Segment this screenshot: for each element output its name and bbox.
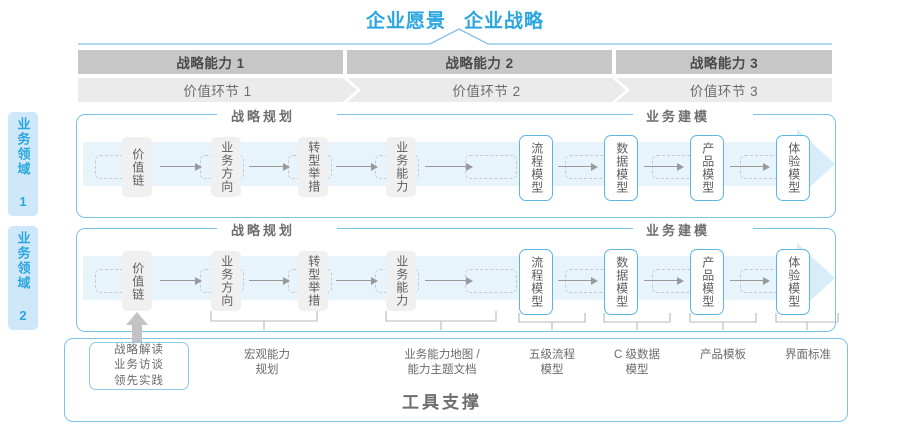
value-chain-cell-3[interactable]: 价值环节 3 bbox=[616, 78, 832, 102]
flow-arrow-icon bbox=[558, 276, 598, 285]
node-value-chain-1[interactable]: 价值链 bbox=[122, 137, 152, 197]
tool-support-container bbox=[64, 338, 848, 422]
node-process-model-2[interactable]: 流程模型 bbox=[519, 249, 553, 315]
title-strategy: 企业战略 bbox=[464, 11, 545, 32]
node-product-model-2[interactable]: 产品模型 bbox=[690, 249, 724, 315]
node-business-capability-2[interactable]: 业务能力 bbox=[386, 251, 416, 311]
capability-cell-1[interactable]: 战略能力 1 bbox=[78, 50, 343, 74]
sidebar-item-domain-1-label: 业务领域 1 bbox=[15, 117, 31, 211]
tool-callout-strategy[interactable]: 战略解读 业务访谈 领先实践 bbox=[89, 342, 189, 390]
node-business-direction-2[interactable]: 业务方向 bbox=[211, 251, 241, 311]
callout-line-2: 业务访谈 bbox=[114, 359, 164, 372]
section-header-business-modeling-1: 业务建模 bbox=[639, 106, 718, 125]
node-transformation-measures-1[interactable]: 转型举措 bbox=[298, 137, 328, 197]
section-header-strategy-planning-2: 战略规划 bbox=[224, 220, 303, 239]
section-header-strategy-planning-1: 战略规划 bbox=[224, 106, 303, 125]
title-vision: 企业愿景 bbox=[365, 11, 446, 32]
callout-line-1: 战略解读 bbox=[114, 343, 164, 356]
callout-line-3: 领先实践 bbox=[114, 374, 164, 387]
sidebar-item-domain-2[interactable]: 业务领域 2 bbox=[8, 226, 38, 330]
tool-label-macro-capability: 宏观能力规划 bbox=[244, 349, 290, 376]
tool-label-product-template: 产品模板 bbox=[700, 349, 746, 361]
node-data-model-1[interactable]: 数据模型 bbox=[604, 135, 638, 201]
flow-arrow-icon bbox=[730, 162, 770, 171]
section-header-business-modeling-2: 业务建模 bbox=[639, 220, 718, 239]
value-chain-cell-2[interactable]: 价值环节 2 bbox=[347, 78, 626, 102]
node-value-chain-2[interactable]: 价值链 bbox=[122, 251, 152, 311]
tool-label-capability-map: 业务能力地图 /能力主题文档 bbox=[404, 349, 480, 376]
sidebar-item-domain-2-label: 业务领域 2 bbox=[15, 231, 31, 325]
flow-arrow-icon bbox=[644, 162, 684, 171]
sidebar-item-domain-1[interactable]: 业务领域 1 bbox=[8, 112, 38, 216]
node-business-direction-1[interactable]: 业务方向 bbox=[211, 137, 241, 197]
flow-arrow-icon bbox=[160, 276, 202, 285]
capability-cell-3[interactable]: 战略能力 3 bbox=[616, 50, 832, 74]
flow-arrow-icon bbox=[160, 162, 202, 171]
diagram-title: 企业愿景企业战略 bbox=[0, 6, 910, 33]
flow-arrow-icon bbox=[249, 162, 290, 171]
node-product-model-1[interactable]: 产品模型 bbox=[690, 135, 724, 201]
flow-arrow-icon bbox=[644, 276, 684, 285]
node-business-capability-1[interactable]: 业务能力 bbox=[386, 137, 416, 197]
value-chain-cell-1[interactable]: 价值环节 1 bbox=[78, 78, 357, 102]
flow-arrow-icon bbox=[558, 162, 598, 171]
tool-label-five-level-process: 五级流程模型 bbox=[529, 349, 575, 376]
flow-arrow-icon bbox=[249, 276, 290, 285]
flow-arrow-icon bbox=[730, 276, 770, 285]
tool-label-c-level-data: C 级数据模型 bbox=[614, 349, 660, 376]
node-data-model-2[interactable]: 数据模型 bbox=[604, 249, 638, 315]
node-process-model-1[interactable]: 流程模型 bbox=[519, 135, 553, 201]
capability-cell-2[interactable]: 战略能力 2 bbox=[347, 50, 612, 74]
node-transformation-measures-2[interactable]: 转型举措 bbox=[298, 251, 328, 311]
tool-support-title: 工具支撑 bbox=[402, 393, 482, 412]
node-experience-model-1[interactable]: 体验模型 bbox=[776, 135, 810, 201]
node-experience-model-2[interactable]: 体验模型 bbox=[776, 249, 810, 315]
flow-arrow-icon bbox=[336, 162, 378, 171]
flow-arrow-icon bbox=[425, 276, 473, 285]
tool-label-ui-standard: 界面标准 bbox=[785, 349, 831, 361]
flow-arrow-icon bbox=[336, 276, 378, 285]
flow-arrow-icon bbox=[425, 162, 473, 171]
